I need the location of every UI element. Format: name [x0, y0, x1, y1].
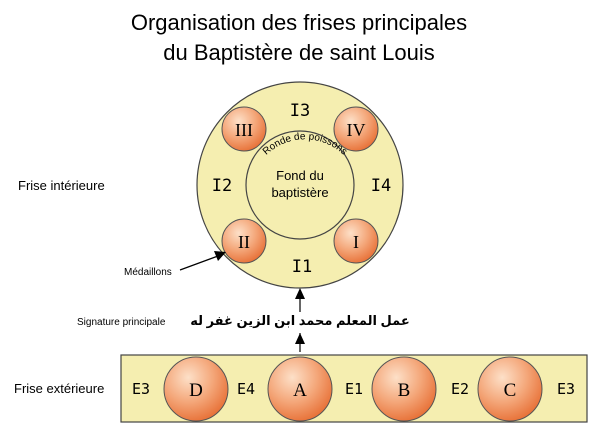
medallion-ii-label: II — [238, 232, 250, 252]
medallion-i-label: I — [353, 232, 359, 252]
medallion-iii — [221, 106, 267, 152]
section-i4: I4 — [371, 176, 391, 196]
section-i2: I2 — [212, 176, 232, 196]
medallion-b — [371, 356, 437, 422]
frise-interieure-label: Frise intérieure — [18, 178, 105, 193]
center-label-line-1: Fond du — [276, 168, 324, 183]
signature-arabic-text: عمل المعلم محمد ابن الزين غفر له — [190, 313, 410, 328]
medallion-d-label: D — [189, 380, 203, 401]
medallion-ii — [221, 218, 267, 264]
section-e4: E4 — [237, 380, 255, 398]
section-i3: I3 — [290, 101, 310, 121]
medallion-d — [163, 356, 229, 422]
section-e1: E1 — [345, 380, 363, 398]
section-i1: I1 — [292, 257, 312, 277]
medallion-c-label: C — [504, 380, 517, 401]
title-line-2: du Baptistère de saint Louis — [163, 40, 435, 65]
section-e3-right: E3 — [557, 380, 575, 398]
medallion-iv — [333, 106, 379, 152]
title-line-1: Organisation des frises principales — [131, 10, 467, 35]
medallion-i — [333, 218, 379, 264]
signature-up-arrow-head — [295, 288, 305, 299]
medallion-iv-label: IV — [347, 120, 366, 140]
section-e2: E2 — [451, 380, 469, 398]
medallion-a-label: A — [293, 380, 307, 401]
medaillons-label: Médaillons — [124, 267, 172, 278]
section-e3-left: E3 — [132, 380, 150, 398]
center-label-line-2: baptistère — [271, 185, 328, 200]
medallion-iii-label: III — [235, 120, 253, 140]
medallion-b-label: B — [398, 380, 411, 401]
medallion-a — [267, 356, 333, 422]
medaillons-arrow-line — [179, 255, 219, 271]
signature-label: Signature principale — [77, 317, 166, 328]
frise-exterieure-label: Frise extérieure — [14, 381, 104, 396]
medallion-c — [477, 356, 543, 422]
signature-down-arrow-head — [295, 333, 305, 344]
baptistere-bottom — [245, 130, 355, 240]
medaillons-arrow-head — [214, 251, 226, 261]
